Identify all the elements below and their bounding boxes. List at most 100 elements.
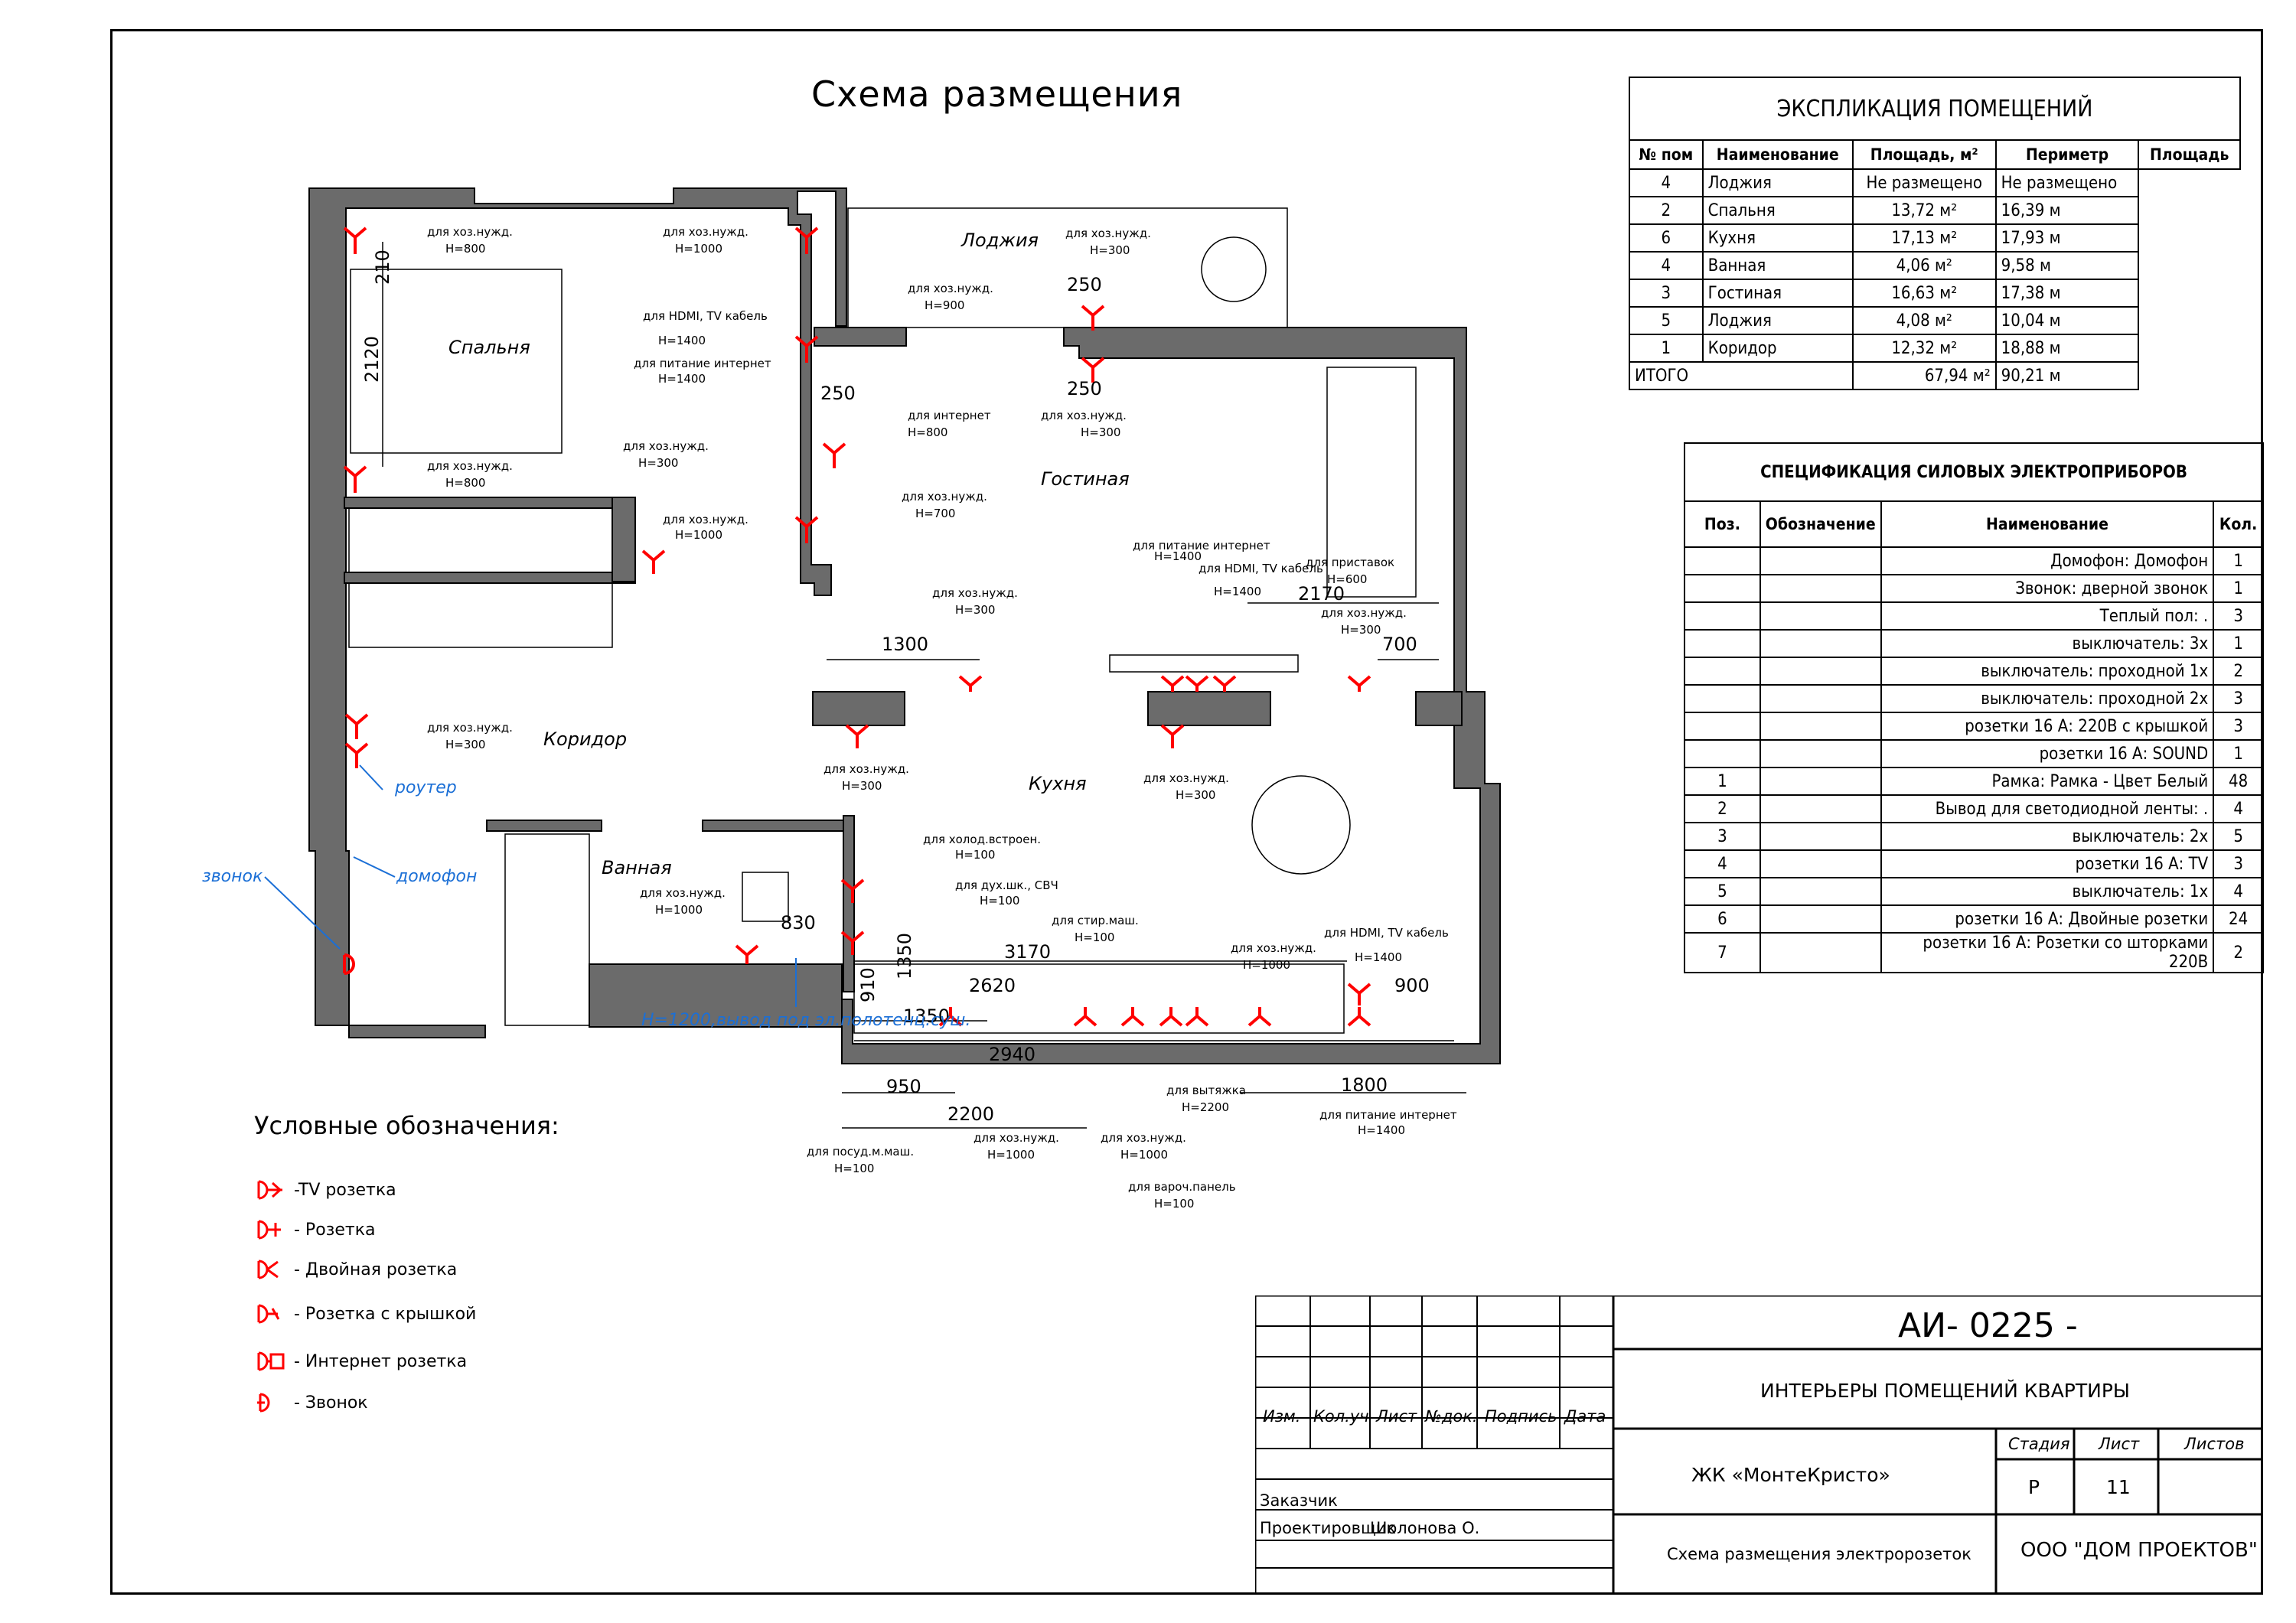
explication-table: ЭКСПЛИКАЦИЯ ПОМЕЩЕНИЙ № пом Наименование… [1629,77,2241,390]
spec-header-qty: Кол. [2213,500,2264,548]
label-h300-7: H=300 [842,779,882,793]
dim-250-a: 250 [1067,274,1102,295]
loggia [847,207,1288,328]
socket-kitchen-10 [1247,1007,1272,1027]
label-h700: H=700 [915,507,955,520]
label-h300-1: H=300 [638,456,678,470]
col-koluch: Кол.уч [1313,1407,1369,1426]
socket-living-7 [1347,675,1371,692]
socket-kitchen-7 [1120,1007,1145,1027]
label-stir: для стир.маш. [1052,914,1139,927]
annotation-leaders [264,764,797,1007]
label-hoz-9: для хоз.нужд. [1041,409,1127,422]
annotation-domofon: домофон [396,867,477,886]
spec-header-pos: Поз. [1684,500,1761,548]
label-posud: для посуд.м.маш. [807,1145,914,1159]
covered-socket-icon [257,1304,280,1324]
designer-name: Шолонова О. [1370,1519,1480,1537]
label-hoz-16: для хоз.нужд. [1231,941,1316,955]
wardrobe-1 [348,507,613,573]
label-holod: для холод.встроен. [923,833,1041,846]
dim-250-b: 250 [1067,378,1102,399]
customer-label: Заказчик [1260,1491,1338,1510]
stage-label: Стадия [2008,1435,2070,1453]
legend-doorbell: - Звонок [256,1391,368,1414]
room-kitchen: Кухня [1029,773,1087,794]
label-h300-2: H=300 [445,738,485,751]
label-h1400-5: H=1400 [1355,950,1402,964]
socket-bedroom-2 [343,465,367,493]
label-varoch: для вароч.панель [1128,1180,1236,1194]
project-code: АИ- 0225 - [1898,1306,2078,1345]
wall-kitchen-top-2 [1147,691,1271,726]
dim-830: 830 [781,912,816,934]
label-internet-3: для питание интернет [1319,1108,1457,1122]
label-h100-2: H=100 [980,894,1019,908]
sheet-value: 11 [2106,1476,2131,1498]
socket-living-4 [1160,675,1185,692]
table-row-total: ИТОГО 67,94 м² 90,21 м [1629,361,2240,390]
label-hoz-18: для хоз.нужд. [1101,1131,1186,1145]
socket-kitchen-4 [840,930,865,955]
socket-bedroom-5 [794,516,819,543]
label-hdmi-3: для HDMI, TV кабель [1324,926,1449,940]
label-hoz-8: для хоз.нужд. [1065,227,1151,240]
socket-kitchen-1 [845,724,869,748]
walls [308,187,1501,1064]
kitchen-counter [853,963,1345,1034]
dim-250-c: 250 [820,383,856,404]
dim-700: 700 [1382,634,1417,655]
socket-bedroom-1 [343,227,367,254]
label-h800-2: H=800 [445,476,485,490]
annotation-towel: H=1200,вывод под эл.полотенц.суш. [641,1011,970,1030]
wall-bath-top [486,820,602,832]
col-ndok: №док. [1425,1407,1478,1426]
label-hoz-1: для хоз.нужд. [427,225,513,239]
label-h900: H=900 [925,298,964,312]
label-hoz-14: для хоз.нужд. [1143,771,1229,785]
dim-2200: 2200 [947,1103,994,1125]
bathtub [504,833,590,1026]
label-hoz-15: для хоз.нужд. [640,886,726,900]
label-hdmi-2: для HDMI, TV кабель [1199,562,1323,575]
col-list: Лист [1376,1407,1417,1426]
sheet-title: Схема размещения электророзеток [1667,1545,1971,1563]
legend-internet-socket: - Интернет розетка [256,1350,467,1373]
wall-outer-left [308,187,847,1038]
sheet-label: Лист [2099,1435,2140,1453]
expl-header-perimeter: Периметр [1994,139,2140,170]
sofa [1326,367,1417,598]
socket-kitchen-5 [938,1007,963,1027]
room-corridor: Коридор [543,728,627,750]
tv-socket-icon [257,1180,282,1200]
socket-bedroom-4 [794,335,819,363]
label-hoz-17: для хоз.нужд. [974,1131,1059,1145]
company-name: ООО "ДОМ ПРОЕКТОВ" [2020,1539,2258,1562]
label-h100-3: H=100 [1075,930,1114,944]
label-h800-1: H=800 [445,242,485,256]
dim-950: 950 [886,1076,921,1097]
label-h1000-6: H=1000 [1120,1148,1168,1162]
project-name: ИНТЕРЬЕРЫ ПОМЕЩЕНИЙ КВАРТИРЫ [1760,1380,2130,1402]
label-hdmi-1: для HDMI, TV кабель [643,309,768,323]
sockets [343,227,1371,1027]
label-h600: H=600 [1327,572,1367,586]
wall-bath-bottom [589,963,843,1028]
label-h300-5: H=300 [955,603,995,617]
expl-header-area2: Площадь [2138,139,2241,170]
col-podpis: Подпись [1485,1407,1557,1426]
expl-header-name: Наименование [1701,139,1854,170]
doorbell-icon [257,1393,270,1413]
wall-bath-top-2 [702,820,844,832]
socket-kitchen-6 [1073,1007,1097,1027]
label-h1000-1: H=1000 [675,242,722,256]
